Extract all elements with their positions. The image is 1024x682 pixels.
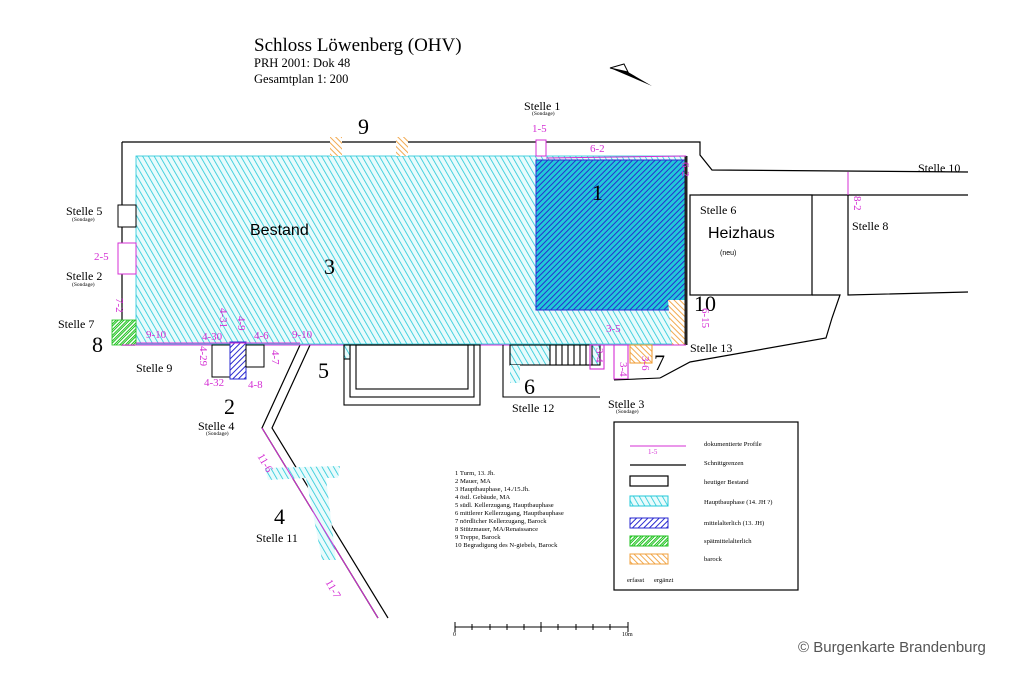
legend-ergaenzt: ergänzt xyxy=(654,577,674,584)
profile-4-7: 4-7 xyxy=(269,350,281,365)
label-num-4: 4 xyxy=(274,504,285,529)
profile-6-2: 6-2 xyxy=(590,143,605,155)
east-building-hatch xyxy=(265,466,340,560)
heizhaus-building xyxy=(689,194,813,296)
legend-profile-sample: 1-5 xyxy=(648,448,658,456)
stelle-4-label: Stelle 4 xyxy=(198,419,235,433)
profile-6-2-vertical: 6-2 xyxy=(679,162,691,177)
stair-baroque-b xyxy=(396,137,408,156)
plan-scale: Gesamtplan 1: 200 xyxy=(254,72,349,86)
phase-item: 10 Begradigung des N-giebels, Barock xyxy=(455,542,558,550)
label-num-5: 5 xyxy=(318,358,329,383)
sondage-5 xyxy=(117,204,137,228)
label-heizhaus: Heizhaus xyxy=(708,225,775,242)
north-cellar-entrance xyxy=(613,344,661,381)
stelle-3-sondage: (Sondage) xyxy=(616,409,639,415)
stelle-11-label: Stelle 11 xyxy=(256,531,298,545)
profile-7-2: 7-2 xyxy=(113,298,125,313)
legend-item-profiles: dokumentierte Profile xyxy=(704,441,762,448)
stelle-5-sondage: (Sondage) xyxy=(72,217,95,223)
stelle-1-sondage: (Sondage) xyxy=(532,111,555,117)
profile-1-5: 1-5 xyxy=(532,123,547,135)
legend-item-bestand: heutiger Bestand xyxy=(704,479,749,486)
stelle-2-label: Stelle 2 xyxy=(66,269,103,283)
phase-item: 7 nördlicher Kellerzugang, Barock xyxy=(455,518,547,526)
legend-item-spaetmittelalterlich: spätmittelalterlich xyxy=(704,538,752,545)
profile-4-9: 4-9 xyxy=(235,316,247,331)
stelle-12-label: Stelle 12 xyxy=(512,401,555,415)
legend-erfasst: erfasst xyxy=(627,577,645,584)
north-arrow-icon xyxy=(609,63,652,86)
label-bestand: Bestand xyxy=(250,222,309,239)
stair-baroque-a xyxy=(330,137,342,156)
stelle-4-sondage: (Sondage) xyxy=(206,431,229,437)
page-title: Schloss Löwenberg (OHV) xyxy=(254,35,462,56)
profile-4-6: 4-6 xyxy=(254,330,269,342)
stelle-1-label: Stelle 1 xyxy=(524,99,561,113)
copyright-notice: © Burgenkarte Brandenburg xyxy=(798,639,986,656)
phase-item: 2 Mauer, MA xyxy=(455,478,491,486)
phase-item: 3 Hauptbauphase, 14./15.Jh. xyxy=(455,486,530,494)
profile-9-10-a: 9-10 xyxy=(146,329,167,341)
phase-item: 8 Stützmauer, MA/Renaissance xyxy=(455,526,539,534)
phase-list: 1 Turm, 13. Jh. 2 Mauer, MA 3 Hauptbauph… xyxy=(455,470,564,550)
stelle-10-label: Stelle 10 xyxy=(918,161,961,175)
profile-3-4-b: 3-4 xyxy=(617,362,629,377)
stelle-9-label: Stelle 9 xyxy=(136,361,173,375)
phase-item: 5 südl. Kellerzugang, Hauptbauphase xyxy=(455,502,554,510)
profile-6-15: 6-15 xyxy=(699,308,711,329)
legend-item-hauptbauphase: Hauptbauphase (14. JH ?) xyxy=(704,499,773,506)
scale-end: 10m xyxy=(622,632,633,638)
profile-9-10-b: 9-10 xyxy=(292,329,313,341)
label-num-2: 2 xyxy=(224,394,235,419)
legend-item-boundaries: Schnittgrenzen xyxy=(704,460,744,467)
sondage-2 xyxy=(117,242,137,275)
profile-2-5: 2-5 xyxy=(94,251,109,263)
scale-zero: 0 xyxy=(453,632,456,638)
south-cellar-entrance xyxy=(343,344,481,406)
stelle-8-label: Stelle 8 xyxy=(852,219,889,233)
phase-item: 6 mittlerer Kellerzugang, Hauptbauphase xyxy=(455,510,564,518)
profile-4-30: 4-30 xyxy=(202,331,223,343)
profile-8-2: 8-2 xyxy=(851,196,863,211)
stelle-2-sondage: (Sondage) xyxy=(72,282,95,288)
profile-4-32: 4-32 xyxy=(204,377,225,389)
label-neu: (neu) xyxy=(720,250,737,257)
phase-item: 1 Turm, 13. Jh. xyxy=(455,470,495,477)
stelle-13-label: Stelle 13 xyxy=(690,341,733,355)
legend-box xyxy=(613,421,799,591)
scale-bar xyxy=(454,622,629,632)
support-wall-hatch xyxy=(111,319,137,346)
label-num-10: 10 xyxy=(694,291,716,316)
stelle-6-label: Stelle 6 xyxy=(700,203,737,217)
profile-4-31: 4-31 xyxy=(217,308,229,329)
wall-2-hatch xyxy=(229,341,247,380)
label-num-1: 1 xyxy=(592,180,603,205)
phase-item: 4 östl. Gebäude, MA xyxy=(455,494,511,502)
label-num-7: 7 xyxy=(654,350,665,375)
document-ref: PRH 2001: Dok 48 xyxy=(254,56,351,70)
stelle-5-label: Stelle 5 xyxy=(66,204,103,218)
profile-3-6: 3-6 xyxy=(639,356,651,371)
profile-3-4-a: 3-4 xyxy=(593,348,605,363)
stelle-3-label: Stelle 3 xyxy=(608,397,645,411)
profile-4-8: 4-8 xyxy=(248,379,263,391)
sondage-1 xyxy=(535,139,547,157)
label-num-6: 6 xyxy=(524,374,535,399)
profile-4-29: 4-29 xyxy=(197,346,209,367)
gable-baroque-hatch xyxy=(668,300,686,345)
legend-item-mittelalterlich: mittelalterlich (13. JH) xyxy=(704,520,765,527)
middle-cellar-entrance xyxy=(502,344,605,398)
legend-item-barock: barock xyxy=(704,556,722,563)
tower-hatch xyxy=(535,159,687,311)
stelle-7-label: Stelle 7 xyxy=(58,317,95,331)
label-num-3: 3 xyxy=(324,254,335,279)
profile-lines xyxy=(136,155,849,619)
label-num-8: 8 xyxy=(92,332,103,357)
label-num-9: 9 xyxy=(358,114,369,139)
phase-item: 9 Treppe, Barock xyxy=(455,534,501,542)
profile-3-5: 3-5 xyxy=(606,323,621,335)
